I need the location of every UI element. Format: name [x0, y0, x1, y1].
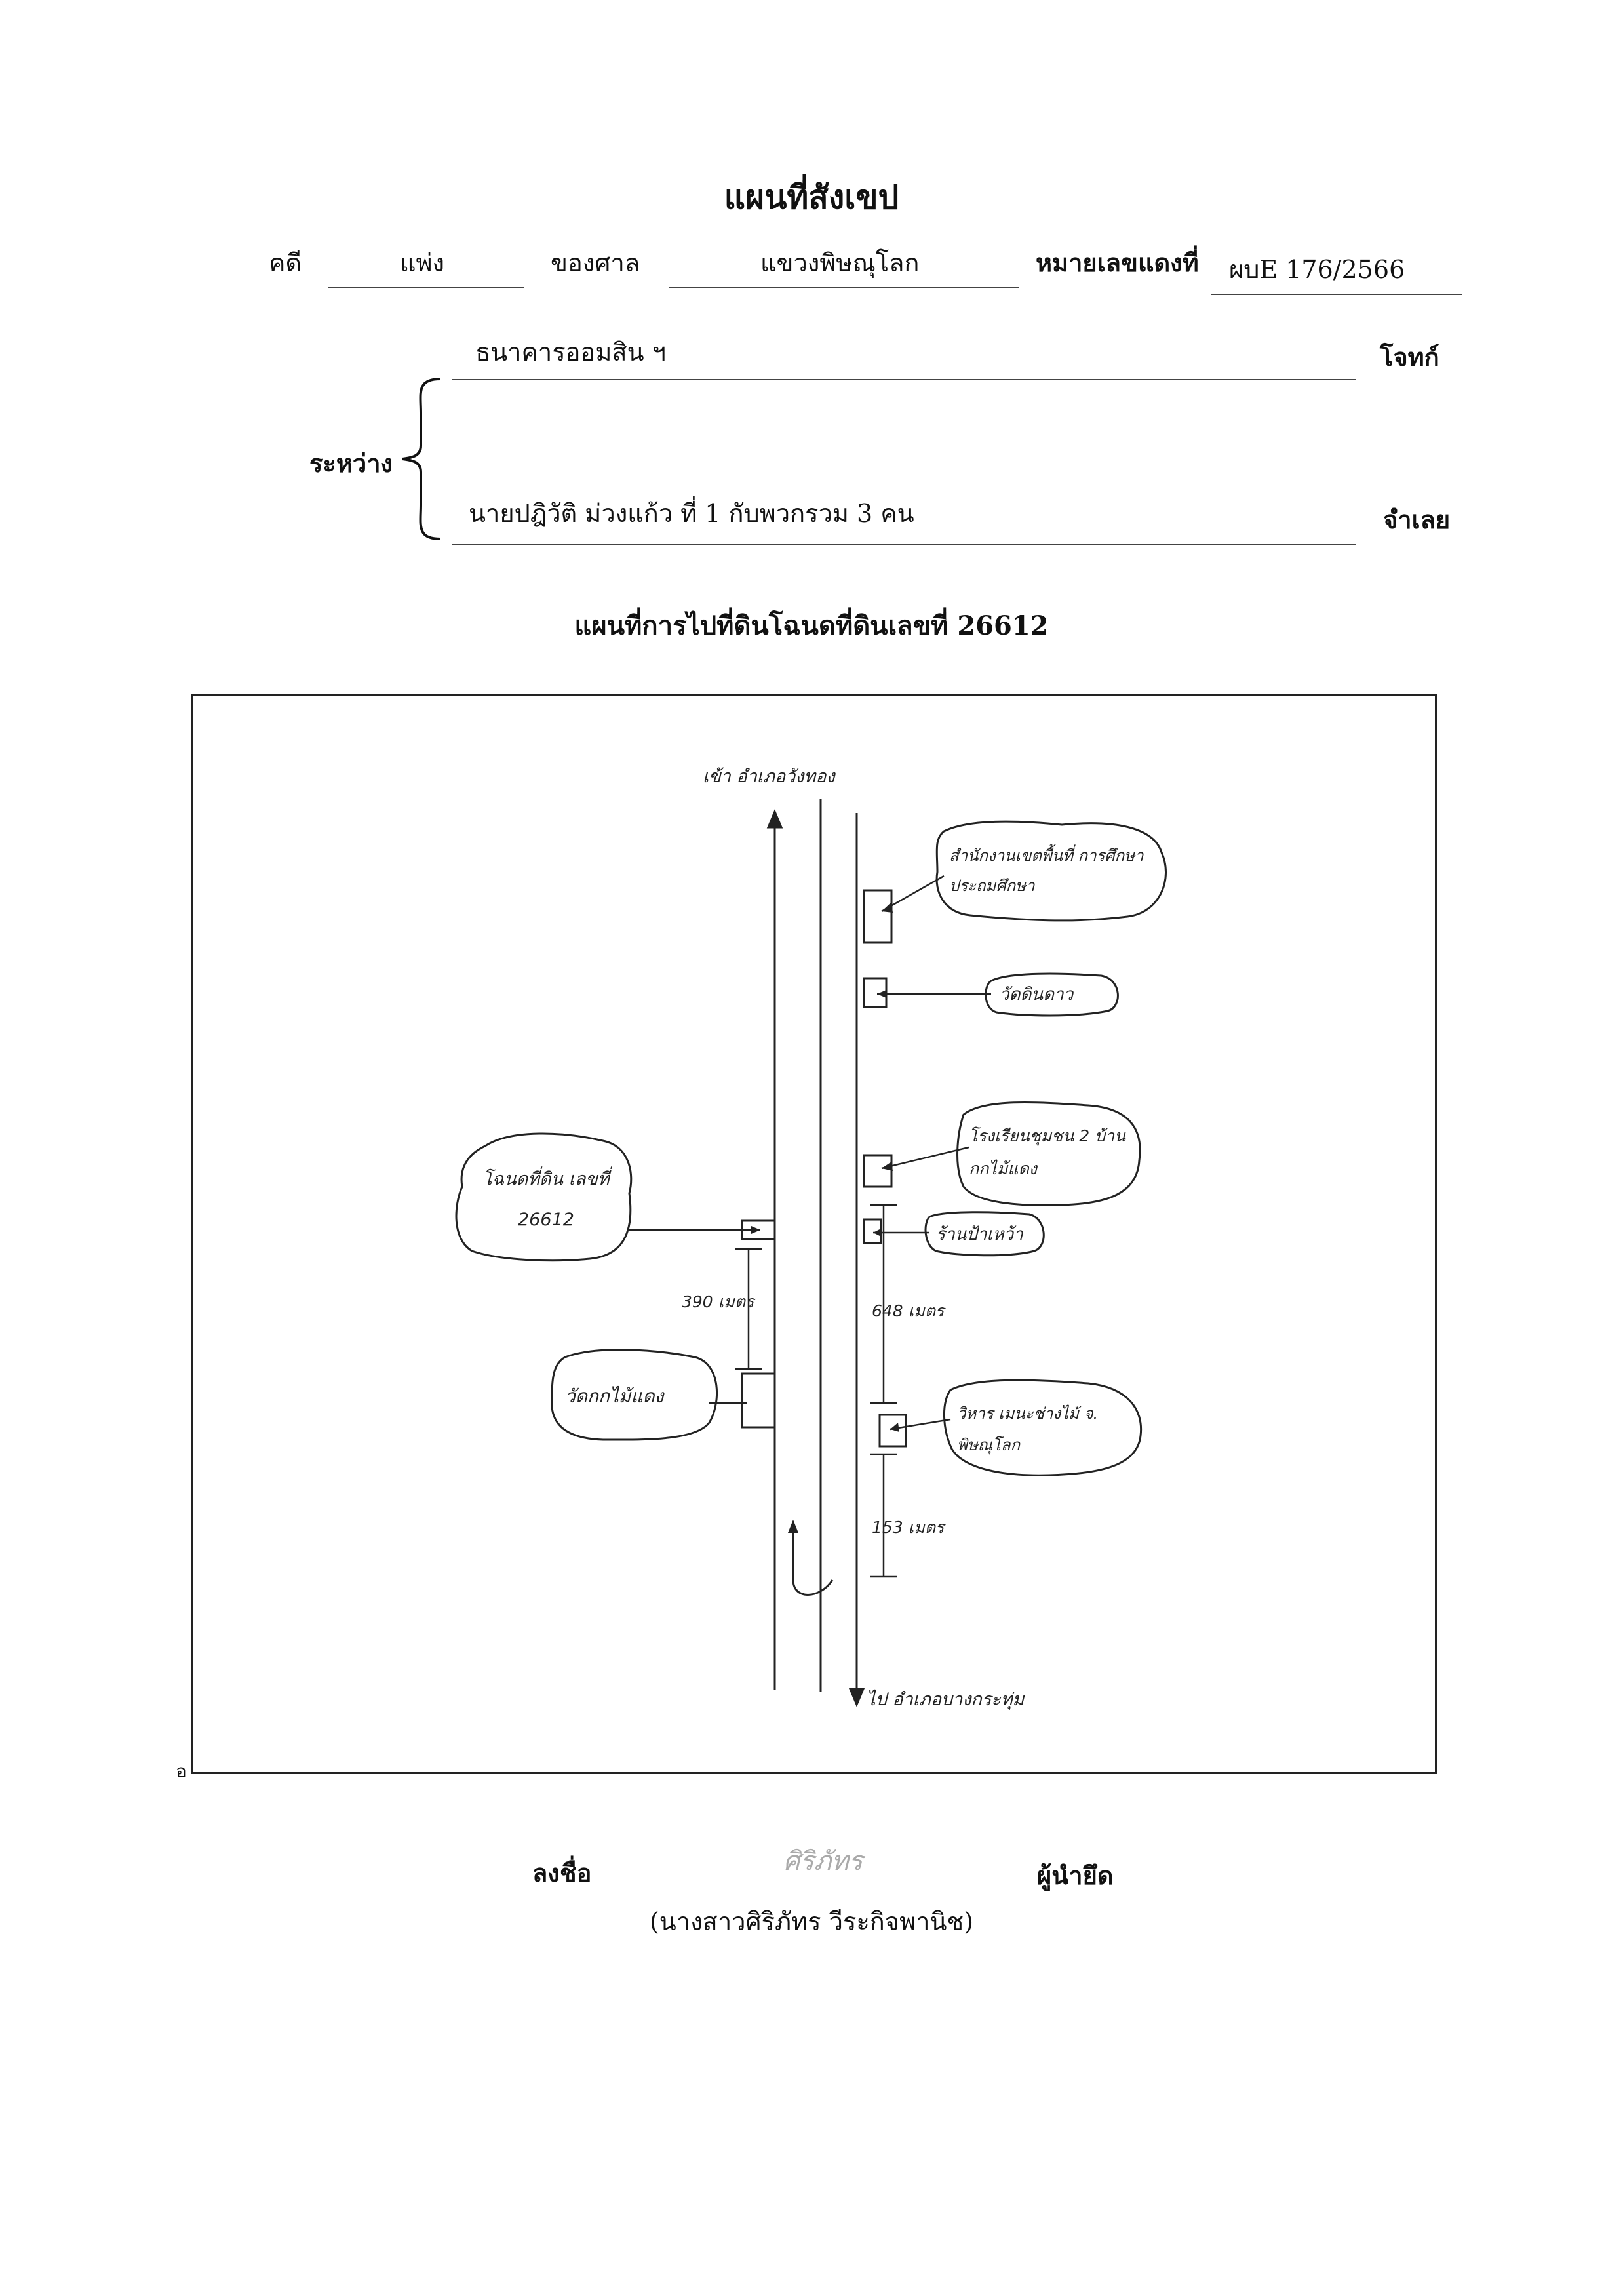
u-turn-icon	[792, 1560, 834, 1596]
temple-top-cloud	[985, 972, 1119, 1017]
between-label: ระหว่าง	[309, 448, 393, 478]
office-marker	[863, 889, 893, 944]
temple-left-cloud	[551, 1349, 718, 1441]
arrow-up-icon	[766, 809, 783, 829]
school-label: โรงเรียนชุมชน 2 บ้านกกไม้แดง	[969, 1126, 1126, 1178]
plaintiff-line	[452, 379, 1356, 380]
top-direction-label: เข้า อำเภอวังทอง	[703, 766, 835, 787]
bottom-direction-label: ไป อำเภอบางกระทุ่ม	[867, 1690, 1025, 1710]
museum-label: วิหาร เมนะช่างไม้ จ. พิษณุโลก	[957, 1404, 1099, 1454]
plaintiff-name: ธนาคารออมสิน ฯ	[475, 338, 666, 366]
red-number: ผบE 176/2566	[1229, 255, 1405, 284]
shop-label: ร้านป้าเหว้า	[936, 1225, 1023, 1244]
temple-left-label: วัดกกไม้แดง	[565, 1385, 664, 1407]
office-cloud	[935, 820, 1167, 922]
school-cloud	[956, 1101, 1141, 1206]
brace-icon	[402, 378, 441, 540]
road	[773, 799, 858, 1695]
museum-cloud	[943, 1379, 1143, 1476]
plaintiff-role: โจทก์	[1380, 342, 1439, 372]
distance-left-label: 390 เมตร	[682, 1292, 754, 1311]
court-name-line	[669, 287, 1019, 288]
office-label: สำนักงานเขตพื้นที่ การศึกษาประถมศึกษา	[949, 846, 1144, 895]
temple-left-marker	[741, 1372, 776, 1429]
corner-mark: อ	[176, 1760, 187, 1782]
page-title: แผนที่สังเขป	[724, 178, 899, 216]
court-label: ของศาล	[551, 248, 640, 277]
signer-name: (นางสาวศิริภัทร วีระกิจพานิช)	[649, 1907, 974, 1936]
school-marker	[863, 1154, 893, 1188]
temple-top-label: วัดดินดาว	[1000, 985, 1074, 1004]
case-label: คดี	[269, 248, 302, 277]
distance-right-lower-label: 153 เมตร	[872, 1518, 945, 1537]
arrow-down-icon	[848, 1688, 865, 1707]
red-number-line	[1211, 294, 1462, 295]
land-label: โฉนดที่ดิน เลขที่ 26612	[482, 1169, 610, 1230]
case-type: แพ่ง	[400, 248, 445, 277]
court-name: แขวงพิษณุโลก	[760, 248, 920, 277]
defendant-role: จำเลย	[1383, 505, 1451, 534]
land-cloud	[455, 1132, 633, 1262]
distance-right-upper-label: 648 เมตร	[872, 1301, 945, 1320]
red-number-label: หมายเลขแดงที่	[1036, 248, 1199, 277]
signer-role: ผู้นำยึด	[1037, 1861, 1114, 1890]
museum-marker	[878, 1414, 907, 1448]
map-subtitle: แผนที่การไปที่ดินโฉนดที่ดินเลขที่ 26612	[574, 610, 1049, 641]
sign-label: ลงชื่อ	[532, 1858, 592, 1888]
defendant-name: นายปฎิวัติ ม่วงแก้ว ที่ 1 กับพวกรวม 3 คน	[469, 499, 914, 528]
shop-cloud	[924, 1211, 1045, 1257]
map-frame	[191, 694, 1437, 1774]
signature-mark: ศิริภัทร	[783, 1846, 863, 1876]
defendant-line	[452, 544, 1356, 545]
case-type-line	[328, 287, 524, 288]
